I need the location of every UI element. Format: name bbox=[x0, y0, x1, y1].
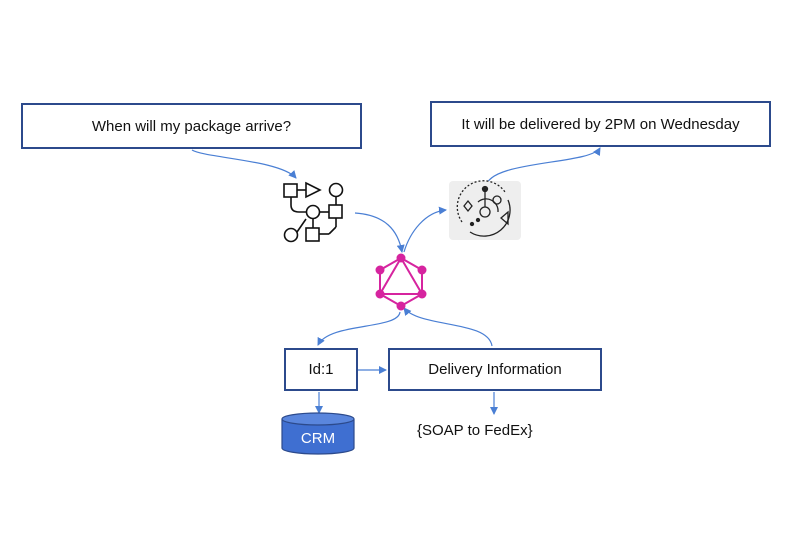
crm-label: CRM bbox=[301, 430, 335, 447]
answer-text: It will be delivered by 2PM on Wednesday bbox=[461, 115, 740, 133]
arrow-question-to-workflow bbox=[191, 149, 297, 179]
workflow-icon bbox=[283, 181, 344, 243]
delivery-information-box: Delivery Information bbox=[388, 348, 602, 391]
soap-label: {SOAP to FedEx} bbox=[417, 422, 533, 439]
database-icon: CRM bbox=[281, 412, 355, 455]
arrow-graphql-to-ai bbox=[403, 206, 447, 253]
question-text: When will my package arrive? bbox=[91, 117, 292, 135]
connectors bbox=[191, 147, 601, 415]
graphql-logo-icon bbox=[375, 253, 427, 311]
question-box: When will my package arrive? bbox=[21, 103, 362, 149]
arrow-ai-to-answer bbox=[485, 147, 601, 188]
id-box: Id:1 bbox=[284, 348, 358, 391]
ai-model-icon bbox=[449, 180, 521, 240]
arrow-workflow-to-graphql bbox=[354, 212, 405, 253]
arrow-delivery-to-graphql bbox=[403, 307, 493, 347]
answer-box: It will be delivered by 2PM on Wednesday bbox=[430, 101, 771, 147]
delivery-information-text: Delivery Information bbox=[428, 361, 562, 378]
arrow-graphql-to-id bbox=[317, 311, 401, 346]
id-text: Id:1 bbox=[308, 361, 334, 378]
